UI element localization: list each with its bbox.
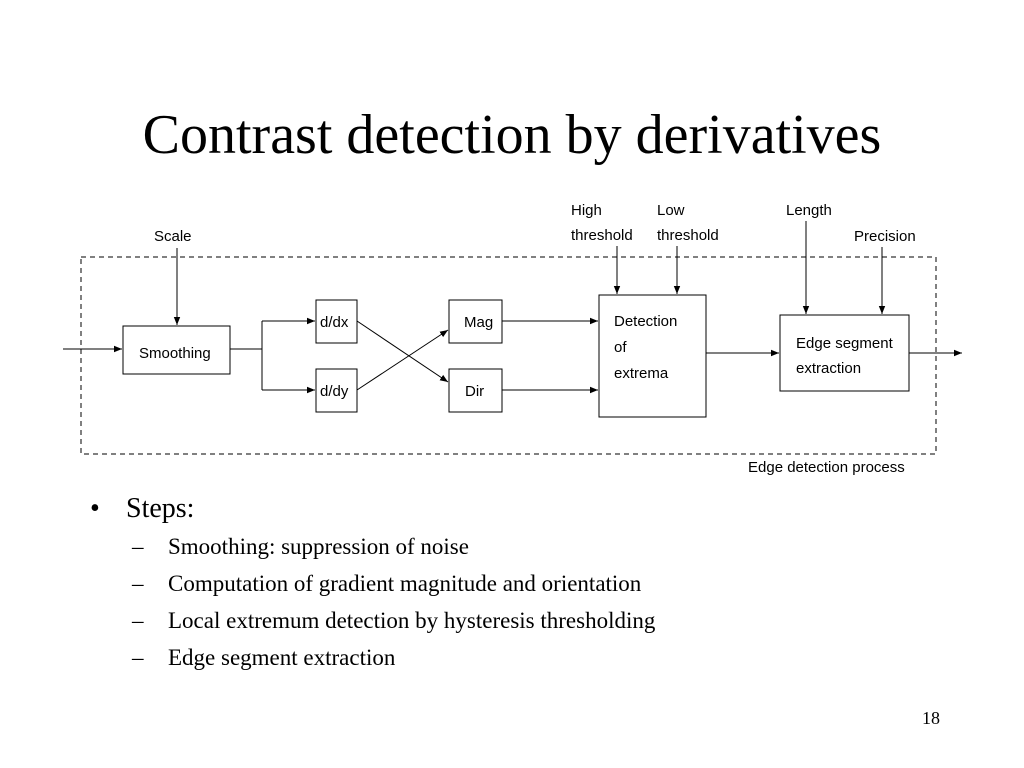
scale-label: Scale xyxy=(154,228,192,245)
process-label: Edge detection process xyxy=(748,459,905,476)
length-label: Length xyxy=(786,202,832,219)
ddx-label: d/dx xyxy=(320,314,349,331)
mag-label: Mag xyxy=(464,314,493,331)
slide-title: Contrast detection by derivatives xyxy=(142,104,882,166)
step-text: Edge segment extraction xyxy=(168,645,396,670)
step-item: – Edge segment extraction xyxy=(90,639,970,676)
step-item: – Smoothing: suppression of noise xyxy=(90,528,970,565)
ddy-block: d/dy xyxy=(315,368,358,413)
ddy-to-mag-arrow xyxy=(356,329,449,391)
detection-label-2: of xyxy=(614,339,627,356)
smoothing-block: Smoothing xyxy=(122,325,231,375)
edge-segment-label-1: Edge segment xyxy=(796,335,894,352)
edge-segment-label-2: extraction xyxy=(796,360,861,377)
high-threshold-label-1: High xyxy=(571,202,602,219)
step-item: – Local extremum detection by hysteresis… xyxy=(90,602,970,639)
ddy-label: d/dy xyxy=(320,383,349,400)
dash-marker: – xyxy=(132,534,144,559)
detection-block: Detection of extrema xyxy=(598,294,707,418)
dash-marker: – xyxy=(132,645,144,670)
step-item: – Computation of gradient magnitude and … xyxy=(90,565,970,602)
step-text: Computation of gradient magnitude and or… xyxy=(168,571,642,596)
edge-segment-block: Edge segment extraction xyxy=(779,314,910,392)
smoothing-label: Smoothing xyxy=(139,345,211,362)
ddx-to-dir-arrow xyxy=(356,320,449,383)
bullet-dot: • xyxy=(90,493,100,524)
dash-marker: – xyxy=(132,608,144,633)
dash-marker: – xyxy=(132,571,144,596)
low-threshold-label-1: Low xyxy=(657,202,685,219)
dir-label: Dir xyxy=(465,383,484,400)
steps-list: • Steps: – Smoothing: suppression of noi… xyxy=(90,490,970,676)
steps-heading-text: Steps: xyxy=(126,493,195,524)
process-boundary xyxy=(80,256,937,455)
connectors xyxy=(63,221,962,394)
page-number: 18 xyxy=(922,708,940,728)
precision-label: Precision xyxy=(854,228,916,245)
step-text: Smoothing: suppression of noise xyxy=(168,534,469,559)
mag-block: Mag xyxy=(448,299,503,344)
high-threshold-label-2: threshold xyxy=(571,227,633,244)
step-text: Local extremum detection by hysteresis t… xyxy=(168,608,656,633)
detection-label-1: Detection xyxy=(614,313,677,330)
ddx-block: d/dx xyxy=(315,299,358,344)
detection-label-3: extrema xyxy=(614,365,669,382)
steps-heading: • Steps: xyxy=(90,490,970,528)
low-threshold-label-2: threshold xyxy=(657,227,719,244)
dir-block: Dir xyxy=(448,368,503,413)
